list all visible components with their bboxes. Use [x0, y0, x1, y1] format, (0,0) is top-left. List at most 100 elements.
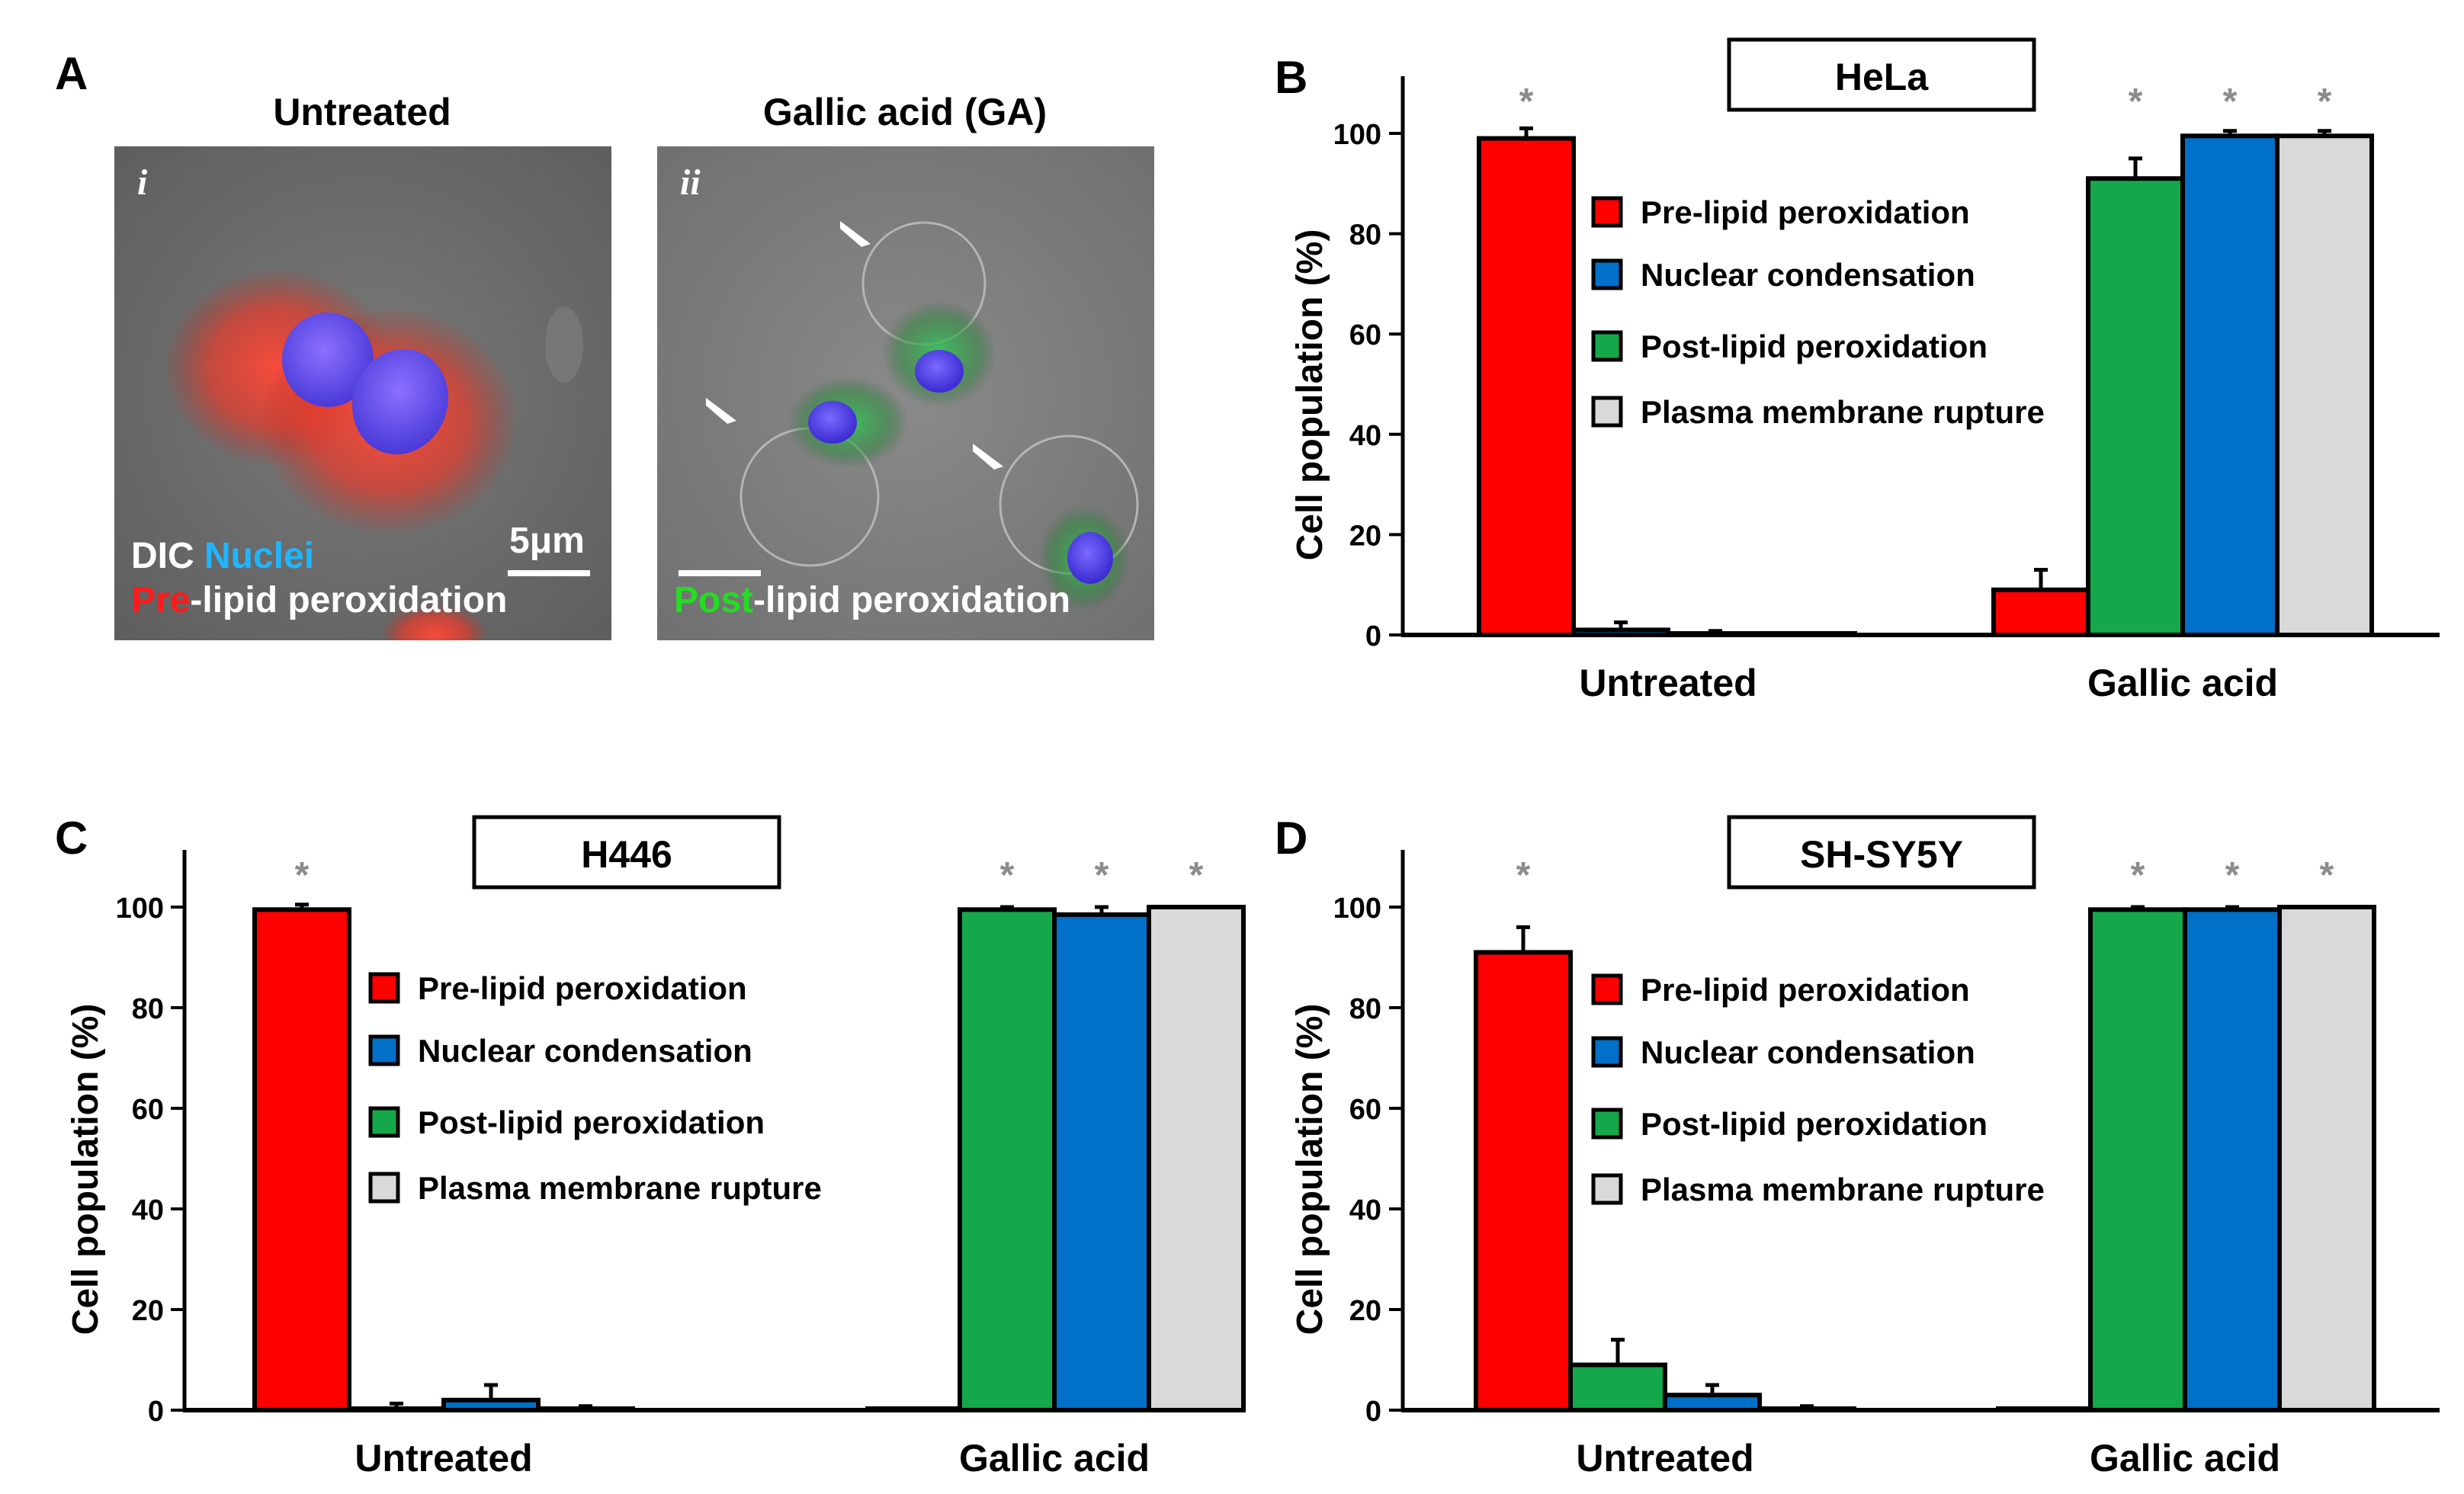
bar-nuclear-1: [2183, 907, 2282, 1413]
scale-bar-text: 5μm: [509, 521, 585, 561]
bar-rupture-1: [2277, 905, 2376, 1412]
y-tick-label: 0: [148, 1396, 164, 1428]
y-tick-label: 80: [1349, 993, 1381, 1025]
legend-label-pre: Pre-lipid peroxidation: [418, 970, 747, 1006]
scale-bar-2: [679, 570, 761, 576]
y-tick-label: 100: [1333, 893, 1381, 925]
legend-swatch-post: [368, 1106, 400, 1138]
dic-nuclei-label: DIC Nuclei: [131, 535, 314, 577]
legend-label-rupture: Plasma membrane rupture: [418, 1170, 822, 1206]
bar-post-1: [2088, 907, 2187, 1413]
y-tick-label: 20: [1349, 1295, 1381, 1327]
chart-title: SH-SY5Y: [1800, 833, 1963, 876]
legend-label-post: Post-lipid peroxidation: [1641, 1106, 1988, 1142]
y-tick-label: 20: [1349, 520, 1381, 552]
legend-swatch-pre: [1591, 973, 1623, 1005]
title-box: [1727, 37, 2036, 112]
y-tick-label: 100: [116, 893, 164, 925]
y-tick-label: 20: [132, 1295, 164, 1327]
bar-post-1: [2086, 176, 2185, 638]
arrow-icon: [706, 221, 1003, 470]
significance-star: *: [1516, 855, 1531, 896]
gallic-acid-micrograph-image: [657, 146, 1154, 640]
panel-letter-c: C: [55, 813, 88, 864]
significance-star: *: [1519, 82, 1534, 122]
legend-swatch-nuclear: [1591, 1036, 1623, 1068]
pre-lipid-label: Pre-lipid peroxidation: [131, 579, 507, 621]
y-tick-label: 40: [1349, 420, 1381, 452]
bar-post-0: [347, 1406, 446, 1413]
bar-rupture-0: [1757, 1406, 1856, 1413]
gallic-acid-micrograph: ii Post-lipid peroxidation: [657, 146, 1154, 640]
legend-label-rupture: Plasma membrane rupture: [1641, 1172, 2045, 1207]
panel-letter-d: D: [1275, 813, 1307, 864]
title-box: [1727, 815, 2036, 890]
legend-label-nuclear: Nuclear condensation: [418, 1033, 752, 1069]
legend-swatch-rupture: [1591, 1173, 1623, 1205]
dic-label: DIC: [131, 536, 194, 576]
legend-swatch-rupture: [368, 1172, 400, 1204]
category-label: Gallic acid: [959, 1437, 1150, 1480]
significance-star: *: [2129, 82, 2143, 122]
post-lipid-label: Post-lipid peroxidation: [674, 579, 1070, 621]
bar-nuclear-1: [2180, 133, 2280, 638]
y-axis-label: Cell population (%): [1290, 1004, 1330, 1335]
bar-post-1: [958, 907, 1057, 1413]
bar-nuclear-0: [1663, 1393, 1762, 1412]
bar-rupture-1: [2275, 133, 2374, 638]
significance-star: *: [1189, 855, 1204, 896]
y-tick-label: 0: [1365, 620, 1381, 652]
y-tick-label: 60: [1349, 1094, 1381, 1126]
legend-label-nuclear: Nuclear condensation: [1641, 257, 1975, 293]
chart-title: H446: [581, 833, 672, 876]
legend-swatch-nuclear: [368, 1034, 400, 1066]
y-tick-label: 0: [1365, 1396, 1381, 1428]
y-tick-label: 60: [132, 1094, 164, 1126]
significance-star: *: [2225, 855, 2240, 896]
category-label: Gallic acid: [2090, 1437, 2280, 1480]
y-tick-label: 80: [132, 993, 164, 1025]
y-axis-label: Cell population (%): [66, 1004, 106, 1335]
nuclei-label: Nuclei: [204, 536, 315, 576]
significance-star: *: [2223, 82, 2238, 122]
legend-label-nuclear: Nuclear condensation: [1641, 1034, 1975, 1070]
post-lipid-suffix: -lipid peroxidation: [753, 580, 1071, 620]
category-label: Untreated: [1576, 1437, 1753, 1480]
panel-letter-a: A: [55, 48, 88, 99]
untreated-micrograph: i DIC Nuclei Pre-lipid peroxidation 5μm: [114, 146, 611, 640]
legend-label-pre: Pre-lipid peroxidation: [1641, 972, 1970, 1008]
pre-label: Pre: [131, 580, 191, 620]
significance-star: *: [2320, 855, 2334, 896]
significance-star: *: [1095, 855, 1109, 896]
title-box: [472, 815, 781, 890]
untreated-image-title: Untreated: [273, 91, 451, 133]
bar-rupture-0: [536, 1406, 635, 1413]
bar-pre-0: [1474, 950, 1573, 1412]
pre-lipid-suffix: -lipid peroxidation: [190, 580, 508, 620]
bar-nuclear-0: [1571, 627, 1670, 637]
image-index-ii: ii: [680, 162, 701, 203]
y-tick-label: 40: [1349, 1194, 1381, 1226]
y-tick-label: 40: [132, 1194, 164, 1226]
legend-label-post: Post-lipid peroxidation: [418, 1104, 765, 1140]
bar-pre-1: [1991, 587, 2090, 638]
legend-label-rupture: Plasma membrane rupture: [1641, 394, 2045, 430]
significance-star: *: [295, 855, 310, 896]
category-label: Untreated: [1579, 662, 1757, 704]
untreated-micrograph-image: [114, 146, 611, 640]
legend-swatch-nuclear: [1591, 258, 1623, 290]
significance-star: *: [1000, 855, 1015, 896]
legend-label-post: Post-lipid peroxidation: [1641, 329, 1988, 364]
y-tick-label: 60: [1349, 319, 1381, 351]
category-label: Gallic acid: [2087, 662, 2278, 704]
bar-pre-0: [1477, 136, 1576, 637]
significance-star: *: [2318, 82, 2332, 122]
category-label: Untreated: [355, 1437, 532, 1480]
legend-swatch-rupture: [1591, 396, 1623, 428]
y-axis-label: Cell population (%): [1290, 229, 1330, 561]
legend-swatch-pre: [1591, 196, 1623, 228]
